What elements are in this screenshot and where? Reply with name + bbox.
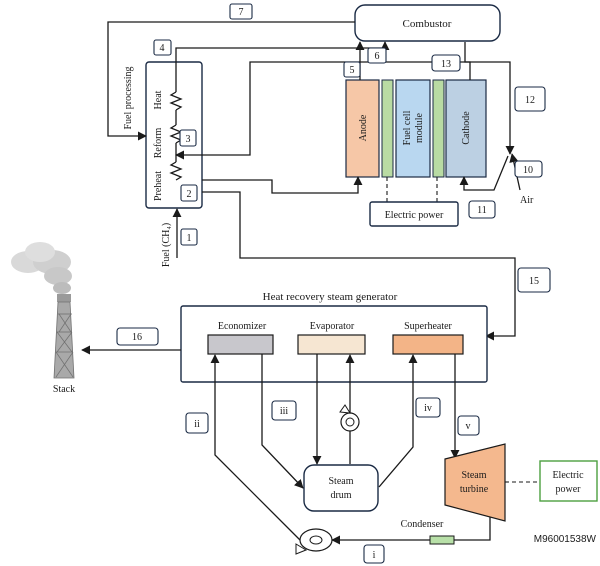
stream-badge-ii: ii [185, 412, 209, 434]
stream-badge-1: 1 [180, 228, 198, 246]
anode-separator [381, 79, 394, 178]
stream-3-line [175, 61, 471, 160]
reform-label: Reform [153, 128, 164, 159]
svg-text:ii: ii [194, 419, 200, 430]
stream-7-line [107, 21, 355, 141]
svg-text:v: v [466, 421, 471, 432]
stream-badge-11: 11 [468, 200, 496, 219]
stream-badge-2: 2 [180, 184, 198, 202]
stream-badge-i: i [363, 544, 385, 564]
svg-text:15: 15 [529, 276, 539, 287]
stream-badge-6: 6 [367, 47, 387, 64]
svg-text:3: 3 [186, 134, 191, 145]
electric-power-output: Electric power [539, 460, 598, 502]
fuel-cell-stack: Anode Fuel cell module Cathode [345, 79, 487, 178]
svg-text:6: 6 [375, 51, 380, 62]
svg-text:2: 2 [187, 189, 192, 200]
stream-badge-5: 5 [343, 61, 361, 78]
svg-text:7: 7 [239, 7, 244, 18]
cathode-separator [432, 79, 445, 178]
stream-badge-13: 13 [431, 54, 461, 72]
air-label: Air [520, 195, 534, 206]
fuel-cell-module [395, 79, 431, 178]
steam-drum-label-2: drum [330, 490, 351, 501]
stream-badge-7: 7 [229, 3, 253, 20]
stream-badge-iii: iii [271, 400, 297, 421]
svg-text:16: 16 [132, 332, 142, 343]
stream-iii-line [261, 354, 304, 489]
steam-turbine-label-2: turbine [460, 484, 489, 495]
preheat-coil-icon [169, 161, 183, 181]
combustor-label: Combustor [403, 18, 452, 30]
stream-11-line [459, 155, 509, 191]
cathode [445, 79, 487, 178]
svg-text:10: 10 [523, 165, 533, 176]
economizer-label: Economizer [218, 321, 267, 332]
stream-4-line [175, 41, 390, 92]
condenser [429, 535, 455, 545]
stack-icon [11, 242, 75, 379]
superheater-label: Superheater [404, 321, 452, 332]
turbine-to-condenser-line [454, 517, 491, 541]
fuel-label: Fuel (CH₄) [161, 223, 172, 267]
combustor: Combustor [354, 4, 501, 42]
hrsg-label: Heat recovery steam generator [263, 291, 398, 303]
stream-ii-line [210, 354, 301, 541]
electric-power-out-label-1: Electric [552, 470, 584, 481]
svg-text:13: 13 [441, 59, 451, 70]
electric-power-out-label-2: power [556, 484, 582, 495]
stream-badge-iv: iv [415, 397, 441, 418]
anode [345, 79, 380, 178]
svg-text:12: 12 [525, 95, 535, 106]
steam-turbine-label-1: Steam [462, 470, 487, 481]
heat-coil-icon [169, 91, 183, 111]
stream-2-line [202, 176, 363, 194]
cathode-label: Cathode [461, 111, 472, 145]
evaporator [297, 334, 366, 355]
stream-badge-3: 3 [179, 129, 197, 147]
fuel-processing-unit: Heat Reform Preheat [145, 61, 203, 209]
heat-label: Heat [153, 90, 164, 109]
steam-drum-label-1: Steam [329, 476, 354, 487]
stream-badge-10: 10 [514, 160, 543, 178]
superheater [392, 334, 464, 355]
stream-badge-v: v [457, 415, 480, 436]
preheat-label: Preheat [153, 171, 164, 201]
anode-label: Anode [358, 114, 369, 141]
svg-text:iv: iv [424, 403, 432, 414]
electric-power-fc-label: Electric power [385, 210, 444, 221]
stream-badge-12: 12 [514, 86, 546, 112]
feedwater-pump-icon [295, 528, 333, 555]
steam-drum: Steam drum [303, 464, 379, 512]
electric-power-fc: Electric power [369, 201, 459, 227]
stream-badge-4: 4 [153, 39, 172, 56]
svg-text:iii: iii [280, 406, 289, 417]
condenser-label: Condenser [401, 519, 444, 530]
svg-text:1: 1 [187, 233, 192, 244]
stream-badge-15: 15 [517, 267, 551, 293]
module-label: module [414, 112, 425, 143]
stream-badge-16: 16 [116, 327, 159, 346]
stream-iv-line [378, 354, 418, 488]
figure-code: M96001538W [534, 534, 597, 545]
steam-turbine: Steam turbine [444, 443, 506, 522]
stream-13-line [464, 42, 511, 140]
stream-15-line [202, 191, 516, 341]
svg-text:11: 11 [477, 205, 487, 216]
stack-label: Stack [53, 384, 75, 395]
fuel-processing-label: Fuel processing [123, 66, 134, 129]
svg-text:4: 4 [160, 43, 165, 54]
evaporator-label: Evaporator [310, 321, 355, 332]
fuel-cell-label: Fuel cell [402, 110, 413, 145]
svg-text:5: 5 [350, 65, 355, 76]
economizer [207, 334, 274, 355]
svg-text:i: i [373, 550, 376, 561]
